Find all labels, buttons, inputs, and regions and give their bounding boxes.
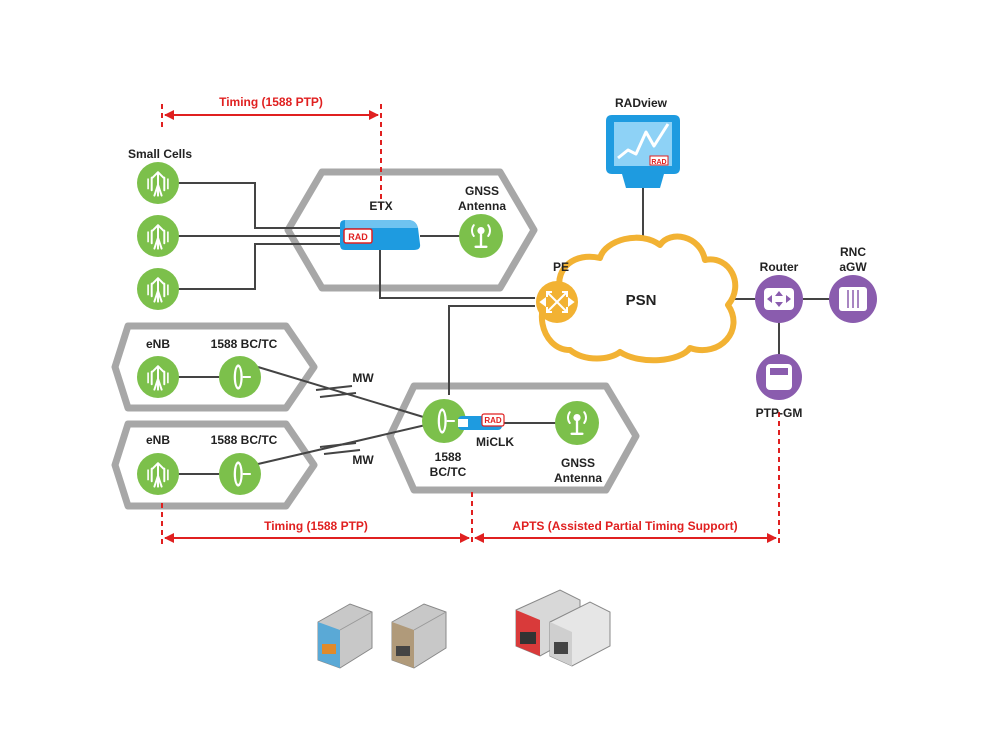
radview-monitor[interactable]: RAD <box>606 115 680 188</box>
pe-label: PE <box>553 260 569 274</box>
router-label: Router <box>760 260 799 274</box>
rad-logo-badge <box>343 228 373 244</box>
rad-logo-badge <box>649 155 669 166</box>
bc-a-label: 1588 BC/TC <box>211 337 278 351</box>
psn-label: PSN <box>626 292 657 309</box>
small-cell-3[interactable] <box>137 268 179 310</box>
gnss-top-label-line2: Antenna <box>458 199 506 213</box>
mw-link-marks <box>315 385 361 455</box>
monitor-icon <box>617 123 670 160</box>
mw-b-label: MW <box>352 453 374 467</box>
gnss-top-label-line1: GNSS <box>465 184 499 198</box>
bc-tc-b[interactable] <box>219 453 261 495</box>
timing-bottom-label: Timing (1588 PTP) <box>264 519 368 533</box>
etx-label: ETX <box>369 199 392 213</box>
svg-text:RAD: RAD <box>651 159 666 166</box>
etx-device[interactable]: RAD <box>340 220 421 250</box>
gnss-bot-label-line2: Antenna <box>554 471 602 485</box>
enb-b[interactable] <box>137 453 179 495</box>
radview-label: RADview <box>615 96 668 110</box>
small-cell-2[interactable] <box>137 215 179 257</box>
svg-text:RAD: RAD <box>484 416 502 425</box>
pe-router-icon <box>539 291 575 313</box>
svg-text:RAD: RAD <box>348 232 368 242</box>
small-cell-1[interactable] <box>137 162 179 204</box>
enb-site-group-b <box>111 420 318 510</box>
enb-b-label: eNB <box>146 433 170 447</box>
rnc-label-line2: aGW <box>839 260 867 274</box>
bc-b-label: 1588 BC/TC <box>211 433 278 447</box>
rnc-icon <box>839 287 867 311</box>
ptp-gm-label: PTP-GM <box>756 406 803 420</box>
timing-markers <box>161 104 780 546</box>
apts-label: APTS (Assisted Partial Timing Support) <box>512 519 737 533</box>
rnc-agw[interactable] <box>829 275 877 323</box>
psn-cloud: PSN <box>539 233 739 364</box>
mw-a-label: MW <box>352 371 374 385</box>
ptp-grandmaster-icon <box>766 364 792 390</box>
gnss-bot-label-line1: GNSS <box>561 456 595 470</box>
gnss-antenna-bottom[interactable] <box>555 401 599 445</box>
pe-router[interactable] <box>536 281 578 323</box>
router-icon <box>767 291 791 307</box>
bc-tc-a[interactable] <box>219 356 261 398</box>
miclk-device[interactable]: RAD <box>458 413 505 430</box>
bc-center-label-line2: BC/TC <box>430 465 467 479</box>
miclk-label: MiCLK <box>476 435 514 449</box>
small-cells-label: Small Cells <box>128 147 192 161</box>
enb-site-group-a <box>111 322 318 412</box>
enb-a[interactable] <box>137 356 179 398</box>
bc-tc-center[interactable] <box>422 399 466 443</box>
gnss-antenna-top[interactable] <box>459 214 503 258</box>
miclk-site-group <box>386 382 640 494</box>
ptp-gm[interactable] <box>756 354 802 400</box>
bc-center-label-line1: 1588 <box>435 450 462 464</box>
router[interactable] <box>755 275 803 323</box>
sfp-module-4 <box>549 601 611 667</box>
rad-logo-badge <box>481 413 505 427</box>
timing-top-label: Timing (1588 PTP) <box>219 95 323 109</box>
rnc-label-line1: RNC <box>840 245 866 259</box>
enb-a-label: eNB <box>146 337 170 351</box>
etx-site-group <box>284 168 538 292</box>
sfp-module-1 <box>317 603 373 669</box>
sfp-module-2 <box>391 603 447 669</box>
